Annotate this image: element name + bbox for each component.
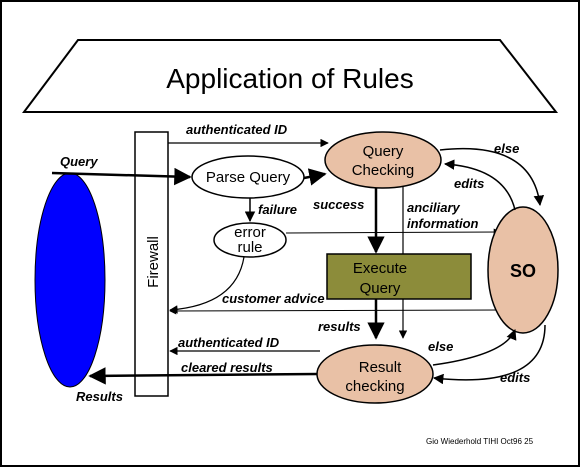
query-checking-node: [324, 131, 442, 189]
result-checking-line2: checking: [345, 378, 404, 395]
error-rule-node: [213, 222, 287, 258]
else-bottom-arrow: [432, 329, 517, 366]
execute-query-line1: Execute: [353, 260, 407, 277]
anciliary-line1: anciliary: [407, 200, 461, 215]
results-mid-label: results: [318, 319, 361, 334]
failure-label: failure: [258, 202, 297, 217]
execute-query-line2: Query: [360, 280, 401, 297]
parse-query-text: Parse Query: [206, 169, 291, 186]
user-ellipse: [34, 172, 106, 388]
auth-id-bottom-label: authenticated ID: [178, 335, 280, 350]
results-arrow: [88, 367, 319, 385]
success-label: success: [313, 197, 364, 212]
customer-advice-arrow: [169, 256, 245, 314]
title-banner: [22, 39, 559, 113]
else-bottom-label: else: [428, 339, 453, 354]
execute-query-node: [326, 253, 472, 300]
edits-bottom-label: edits: [500, 370, 530, 385]
query-label: Query: [60, 154, 98, 169]
customer-advice-label: customer advice: [222, 291, 325, 306]
cleared-results-label: cleared results: [181, 360, 273, 375]
else-top-label: else: [494, 141, 519, 156]
query-checking-line2: Checking: [352, 162, 415, 179]
result-checking-line1: Result: [359, 359, 402, 376]
error-to-so-arrow: [285, 228, 501, 236]
results-label: Results: [76, 389, 123, 404]
footer-credit: Gio Wiederhold TIHI Oct96 25: [426, 437, 534, 446]
diagram-title: Application of Rules: [166, 63, 413, 94]
so-node: [487, 206, 559, 334]
auth-id-top-label: authenticated ID: [186, 122, 288, 137]
so-text: SO: [510, 261, 536, 281]
query-arrow: [51, 167, 192, 186]
error-rule-line1: error: [234, 224, 266, 241]
else-top-arrow: [439, 148, 545, 207]
firewall-label: Firewall: [145, 236, 162, 288]
error-rule-line2: rule: [237, 239, 262, 256]
edits-bottom-arrow: [432, 324, 546, 385]
edits-top-arrow: [443, 159, 516, 211]
parse-to-check-arrow: [303, 168, 327, 186]
edits-top-label: edits: [454, 176, 484, 191]
anciliary-line2: information: [407, 216, 479, 231]
query-checking-line1: Query: [363, 143, 404, 160]
so-to-firewall-line: [169, 307, 501, 315]
